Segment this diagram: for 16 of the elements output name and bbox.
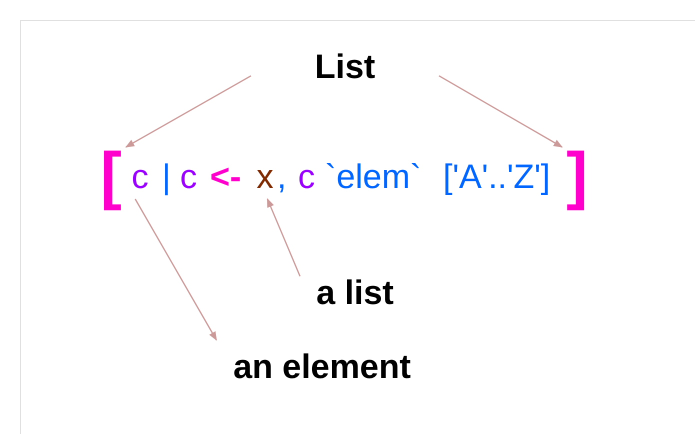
code-token: , [277,157,286,198]
code-token: c [132,156,148,198]
arrow [266,198,301,276]
code-token: c [298,157,315,198]
code-token: `elem` [325,157,422,198]
code-token: x [256,156,274,198]
code-token: | [162,157,171,198]
code-token: c [180,157,197,198]
annotation-text: List [314,46,376,88]
annotation-text: a list [316,272,394,314]
code-operator: <- [210,157,242,198]
annotation-text: an element [233,346,411,388]
arrow [438,75,563,148]
arrow [134,198,217,341]
arrow [125,75,252,148]
code-token: ['A'..'Z'] [443,157,550,198]
